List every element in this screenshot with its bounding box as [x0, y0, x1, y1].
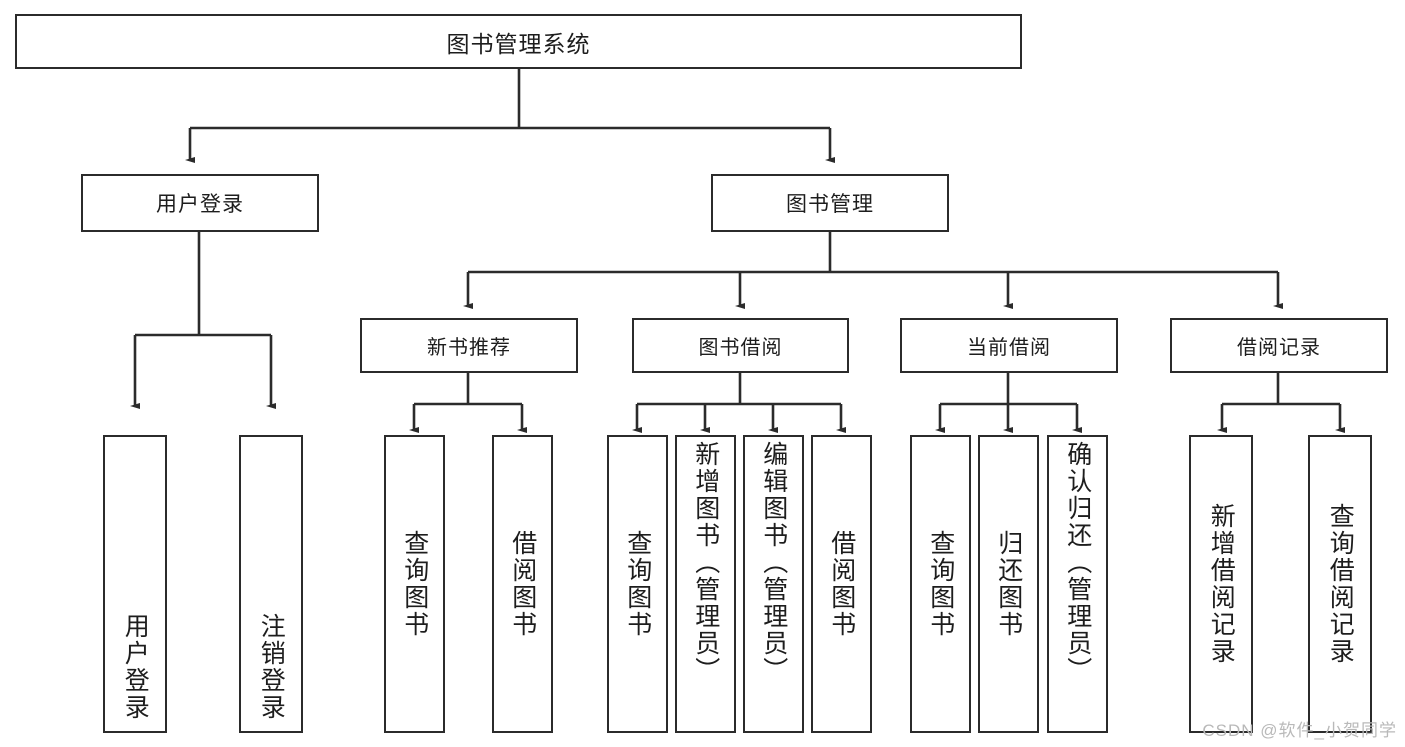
- leaf-label: 新增图书（管理员）: [691, 441, 720, 684]
- leaf-current-confirm-return-admin[interactable]: 确认归还（管理员）: [1047, 435, 1108, 733]
- leaf-borrow-add-book-admin[interactable]: 新增图书（管理员）: [675, 435, 736, 733]
- node-label: 图书管理系统: [446, 30, 591, 57]
- leaf-label: 查询图书: [926, 530, 955, 638]
- node-borrow-record[interactable]: 借阅记录: [1170, 318, 1388, 373]
- leaf-label: 查询图书: [400, 530, 429, 638]
- leaf-record-query-record[interactable]: 查询借阅记录: [1308, 435, 1372, 733]
- node-user-login[interactable]: 用户登录: [81, 174, 319, 232]
- leaf-borrow-edit-book-admin[interactable]: 编辑图书（管理员）: [743, 435, 804, 733]
- leaf-label: 用户登录: [121, 613, 150, 721]
- leaf-record-add-record[interactable]: 新增借阅记录: [1189, 435, 1253, 733]
- node-current-borrow[interactable]: 当前借阅: [900, 318, 1118, 373]
- node-label: 当前借阅: [967, 337, 1051, 359]
- leaf-user-login-login[interactable]: 用户登录: [103, 435, 167, 733]
- leaf-current-query-book[interactable]: 查询图书: [910, 435, 971, 733]
- leaf-label: 确认归还（管理员）: [1063, 441, 1092, 684]
- leaf-label: 查询借阅记录: [1326, 503, 1355, 665]
- leaf-label: 编辑图书（管理员）: [759, 441, 788, 684]
- node-label: 新书推荐: [427, 337, 511, 359]
- node-label: 用户登录: [156, 193, 244, 216]
- node-root-system[interactable]: 图书管理系统: [15, 14, 1022, 69]
- leaf-label: 借阅图书: [508, 530, 537, 638]
- node-book-borrow[interactable]: 图书借阅: [632, 318, 849, 373]
- node-label: 图书管理: [786, 193, 874, 216]
- leaf-label: 注销登录: [257, 613, 286, 721]
- leaf-label: 新增借阅记录: [1207, 503, 1236, 665]
- leaf-label: 借阅图书: [827, 530, 856, 638]
- node-book-management[interactable]: 图书管理: [711, 174, 949, 232]
- node-label: 图书借阅: [698, 337, 783, 359]
- leaf-label: 查询图书: [623, 530, 652, 638]
- leaf-borrow-borrow-book[interactable]: 借阅图书: [811, 435, 872, 733]
- leaf-current-return-book[interactable]: 归还图书: [978, 435, 1039, 733]
- node-label: 借阅记录: [1237, 337, 1321, 359]
- leaf-user-login-logout[interactable]: 注销登录: [239, 435, 303, 733]
- leaf-new-book-query[interactable]: 查询图书: [384, 435, 445, 733]
- leaf-new-book-borrow[interactable]: 借阅图书: [492, 435, 553, 733]
- leaf-borrow-query-book[interactable]: 查询图书: [607, 435, 668, 733]
- leaf-label: 归还图书: [994, 530, 1023, 638]
- node-new-book-recommend[interactable]: 新书推荐: [360, 318, 578, 373]
- csdn-watermark: CSDN @软件_小贺同学: [1202, 721, 1397, 740]
